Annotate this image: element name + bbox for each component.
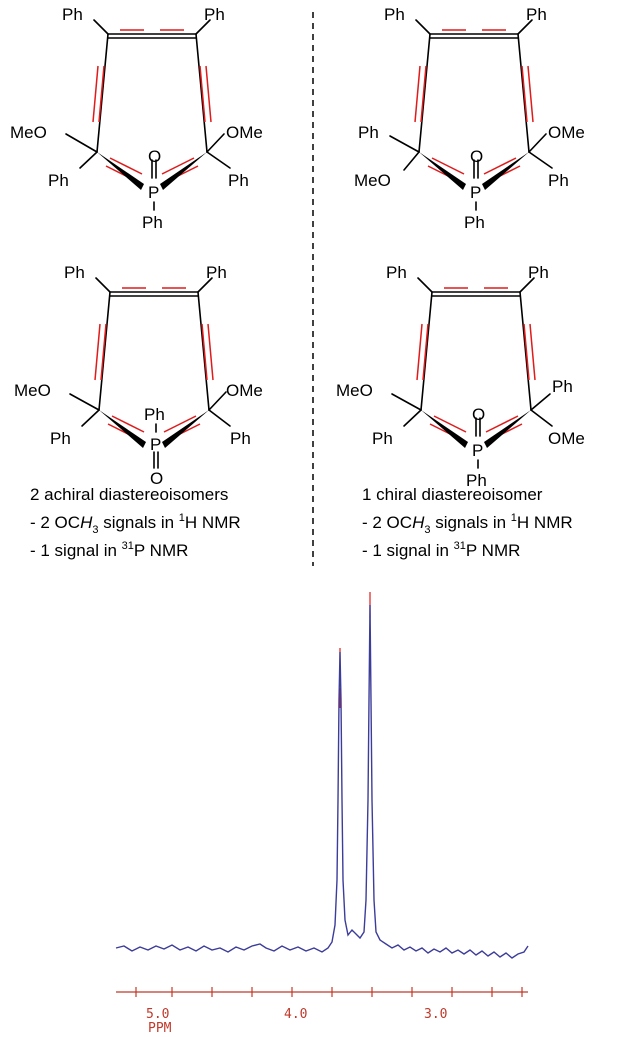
oxygen-label: O xyxy=(148,147,161,166)
methoxy-label: OMe xyxy=(226,123,263,142)
caption-line-31p-nmr: - 1 signal in 31P NMR xyxy=(362,540,520,560)
ph-label: Ph xyxy=(228,171,249,190)
methoxy-label: MeO xyxy=(14,381,51,400)
axis-unit-label: PPM xyxy=(148,1021,172,1036)
ph-label: Ph xyxy=(358,123,379,142)
methoxy-label: OMe xyxy=(548,429,585,448)
structure-top-left: Ph Ph MeO Ph OMe Ph O P Ph xyxy=(10,5,263,232)
phosphorus-label: P xyxy=(148,183,159,202)
ph-label: Ph xyxy=(384,5,405,24)
structure-bottom-right: Ph Ph MeO Ph Ph OMe O P Ph xyxy=(336,263,585,490)
tick-label: 4.0 xyxy=(284,1007,307,1022)
phosphorus-label: P xyxy=(150,435,161,454)
ph-label: Ph xyxy=(204,5,225,24)
ph-label: Ph xyxy=(528,263,549,282)
structure-top-right: Ph Ph Ph MeO OMe Ph O P Ph xyxy=(354,5,585,232)
phosphorus-label: P xyxy=(470,183,481,202)
tick-label: 5.0 xyxy=(146,1007,169,1022)
ph-label: Ph xyxy=(50,429,71,448)
caption-line-1h-nmr: - 2 OCH3 signals in 1H NMR xyxy=(30,512,241,536)
caption-left: 2 achiral diastereoisomers - 2 OCH3 sign… xyxy=(30,485,241,560)
methoxy-label: MeO xyxy=(10,123,47,142)
ph-label: Ph xyxy=(144,405,165,424)
methoxy-label: OMe xyxy=(548,123,585,142)
ph-label: Ph xyxy=(206,263,227,282)
ph-label: Ph xyxy=(466,471,487,490)
ph-label: Ph xyxy=(142,213,163,232)
ph-label: Ph xyxy=(464,213,485,232)
nmr-spectrum: 5.0 4.0 3.0 PPM xyxy=(115,592,529,1036)
methoxy-label: MeO xyxy=(336,381,373,400)
caption-line-31p-nmr: - 1 signal in 31P NMR xyxy=(30,540,188,560)
tick-label: 3.0 xyxy=(424,1007,447,1022)
oxygen-label: O xyxy=(470,147,483,166)
spectrum-trace xyxy=(115,604,529,959)
caption-line-1h-nmr: - 2 OCH3 signals in 1H NMR xyxy=(362,512,573,536)
caption-title: 1 chiral diastereoisomer xyxy=(362,485,543,504)
ph-label: Ph xyxy=(62,5,83,24)
ph-label: Ph xyxy=(386,263,407,282)
caption-title: 2 achiral diastereoisomers xyxy=(30,485,228,504)
ph-label: Ph xyxy=(230,429,251,448)
ph-label: Ph xyxy=(64,263,85,282)
ph-label: Ph xyxy=(552,377,573,396)
caption-right: 1 chiral diastereoisomer - 2 OCH3 signal… xyxy=(362,485,573,560)
phosphorus-label: P xyxy=(472,441,483,460)
ph-label: Ph xyxy=(526,5,547,24)
methoxy-label: OMe xyxy=(226,381,263,400)
ph-label: Ph xyxy=(372,429,393,448)
ph-label: Ph xyxy=(48,171,69,190)
ph-label: Ph xyxy=(548,171,569,190)
oxygen-label: O xyxy=(472,405,485,424)
structure-bottom-left: Ph Ph MeO Ph OMe Ph Ph P O xyxy=(14,263,263,488)
methoxy-label: MeO xyxy=(354,171,391,190)
oxygen-label: O xyxy=(150,469,163,488)
